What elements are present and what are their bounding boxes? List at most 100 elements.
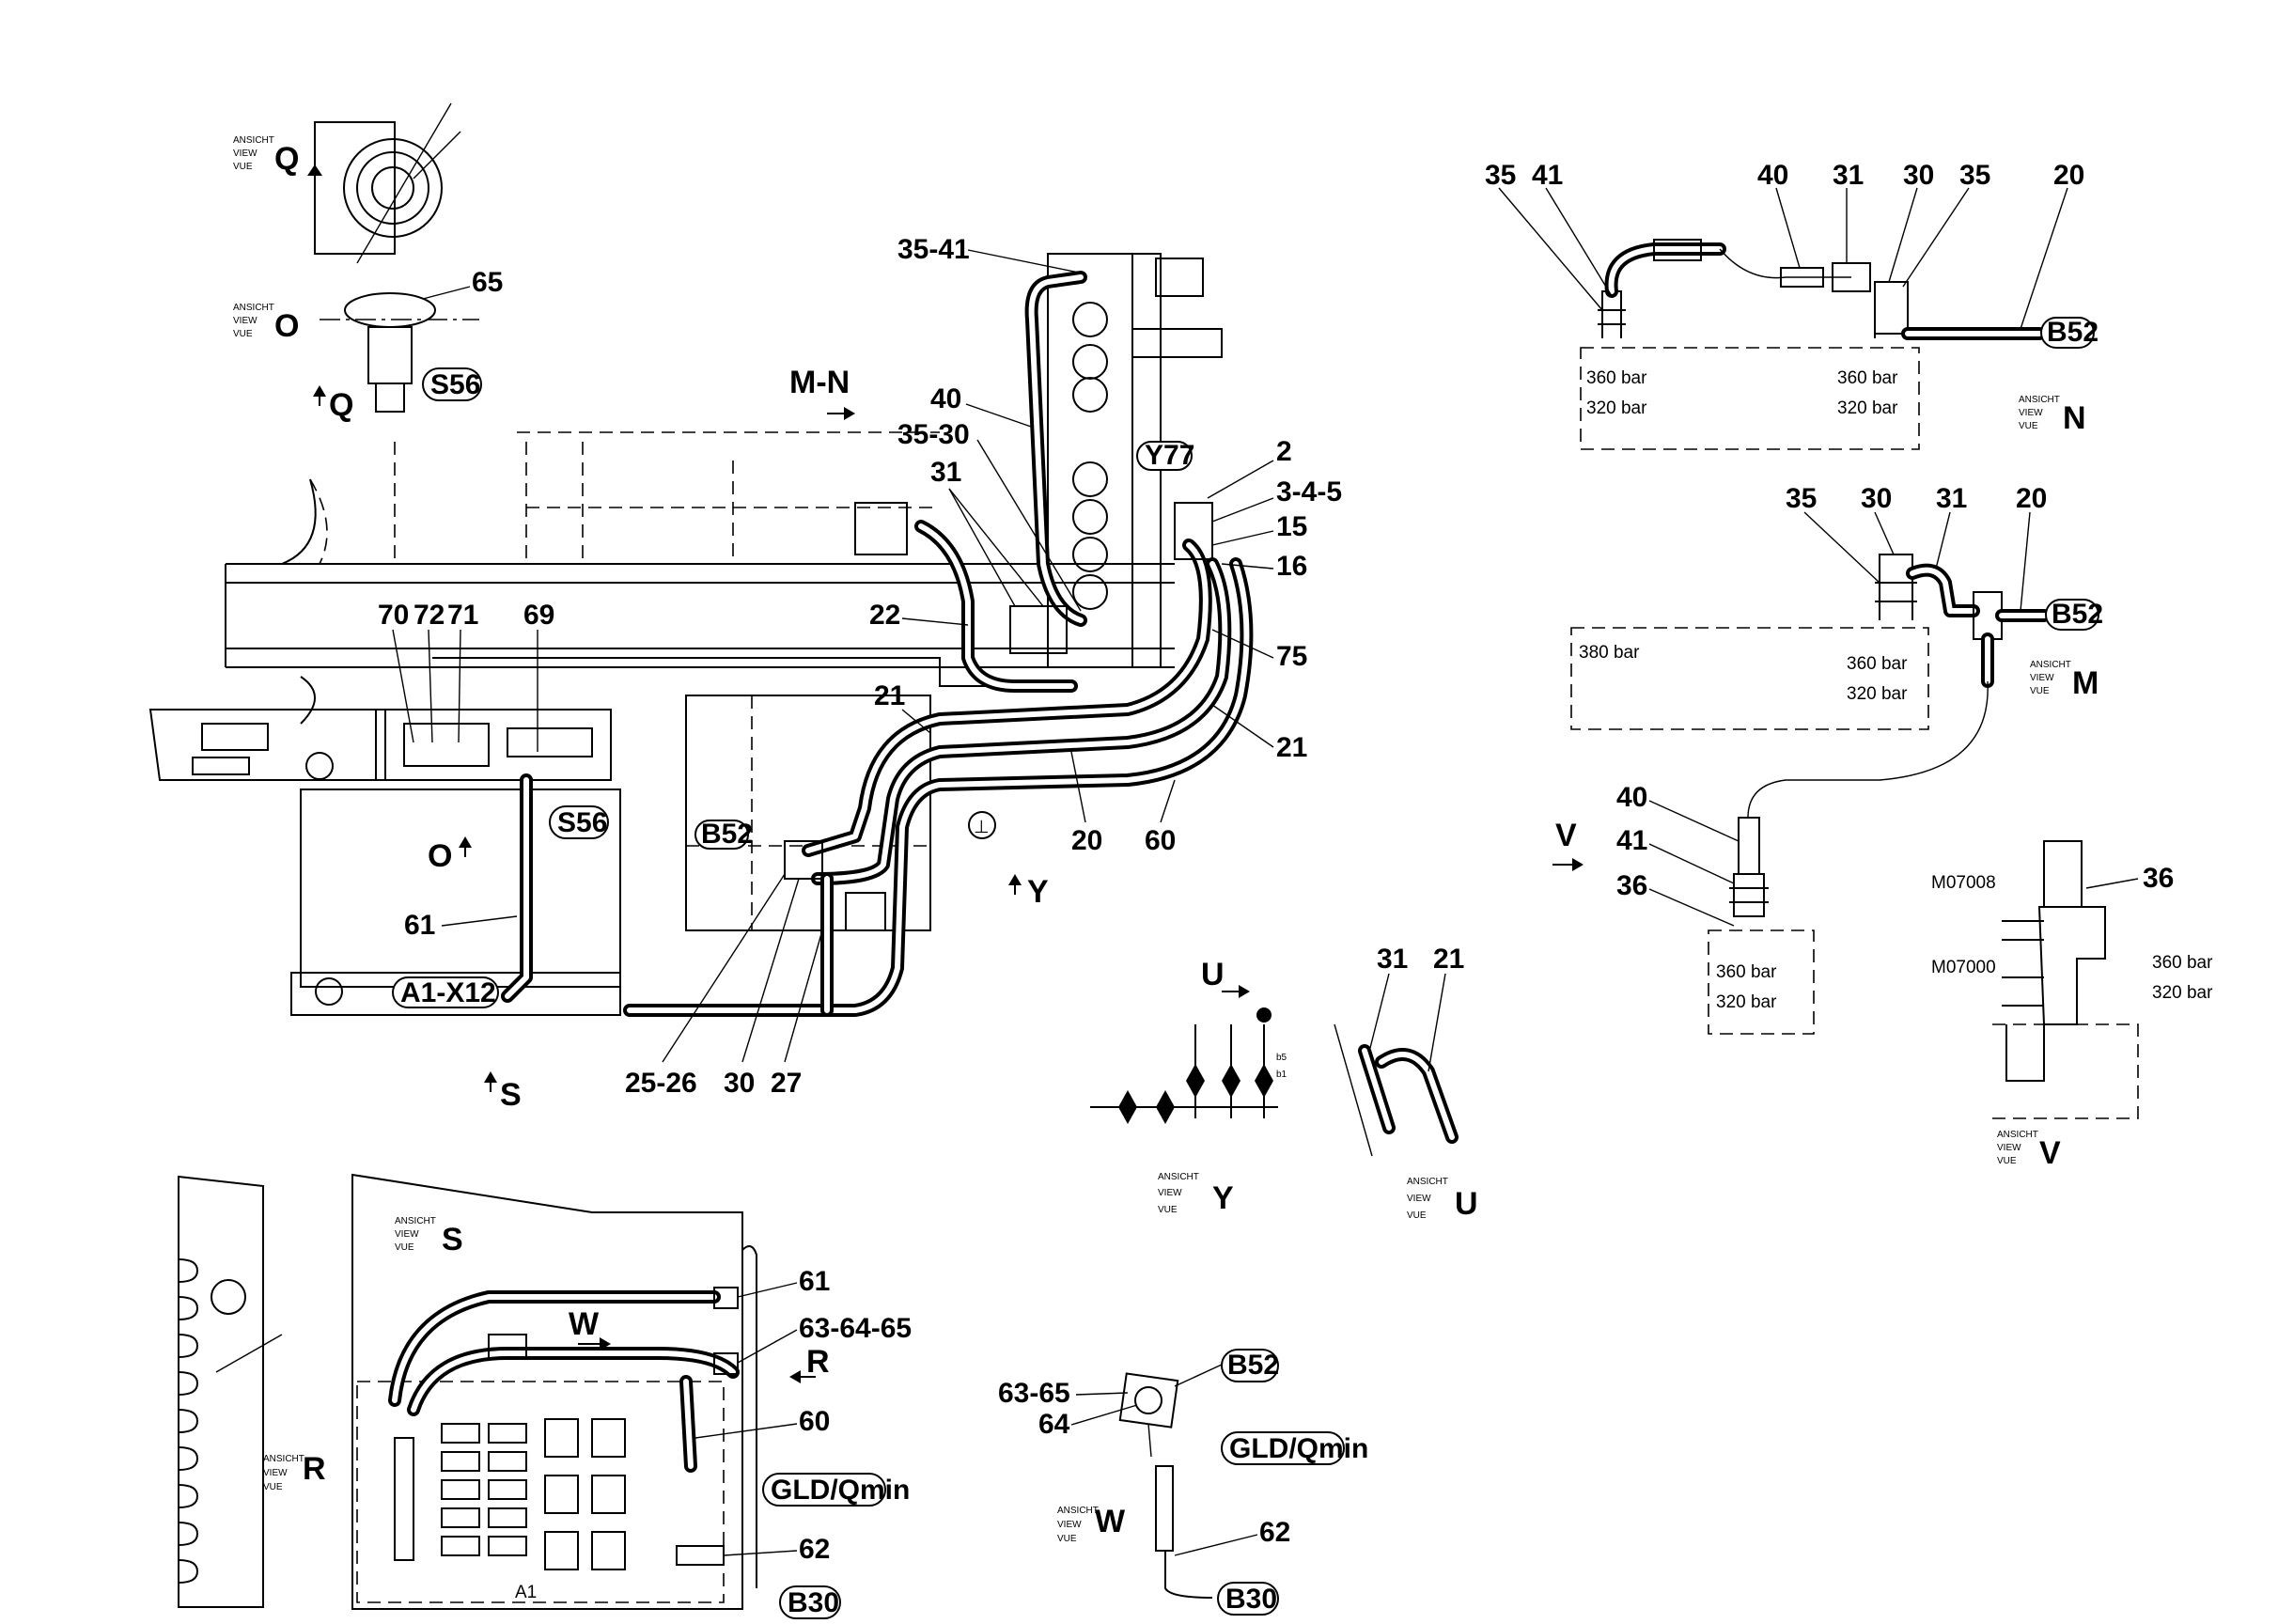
badge-b52-main: B52 [694,819,753,850]
view-n-fitting-left [1598,290,1626,338]
arrow-view-y-letter: Y [1027,874,1049,910]
view-w-badge-b52-leader [1174,1364,1223,1387]
callout-31-leader-a [948,488,1016,607]
view-m-tube-to-v [1747,680,1989,819]
view-n-hose-mid [1719,248,1851,279]
view-m-p380: 380 bar [1579,643,1640,663]
view-q-ring-middle [356,151,429,225]
callout-22: 22 [869,600,900,631]
view-n-caption: ANSICHT VIEW VUE N [2019,395,2086,436]
view-n-p320-right: 320 bar [1837,398,1898,418]
callout-16-leader [1221,563,1274,570]
view-q-ring-outer [343,138,443,238]
view-s-callout-60-leader [694,1423,798,1439]
view-s-badge-b30-frame [779,1585,841,1619]
view-v-cartridge-hatch [2002,920,2044,1007]
view-m-callouts: 35 30 31 20 [1786,483,2047,612]
arrow-view-v: V [1552,818,1584,871]
view-q-tick-line [413,131,461,180]
hose-22-core [918,523,1074,689]
view-v-caption: ANSICHT VIEW VUE V [1997,1130,2061,1171]
arrow-view-mn-letter: M-N [789,365,850,400]
callout-21-left-leader [901,709,931,734]
callout-35-30: 35-30 [897,419,970,450]
callout-27-leader [784,929,823,1063]
view-w-vue: VUE [1057,1534,1077,1544]
view-m-callout-20-leader [2020,511,2031,612]
view-s-badge-gld-frame [762,1473,886,1507]
view-s-board [356,1381,725,1603]
view-w-cable-62 [1155,1465,1174,1552]
arrow-view-s-letter: S [500,1077,522,1113]
view-o-letter: O [274,308,299,344]
view-v-callout-36-cartridge: 36 [2143,863,2174,894]
callout-71-leader [458,629,461,743]
view-n-callout-35-left: 35 [1485,160,1516,191]
view-o-ansicht: ANSICHT [233,303,274,313]
callout-3-4-5: 3-4-5 [1276,476,1342,508]
view-v-cartridge: 36 M07008 M07000 360 bar 320 bar [1931,840,2213,1119]
arrow-view-w: W [569,1306,611,1351]
view-y-ansicht: ANSICHT [1158,1172,1199,1182]
view-r-ansicht: ANSICHT [263,1454,304,1464]
ground-symbol: ⊥ [974,818,990,837]
view-w-cable-tail [1164,1551,1213,1599]
view-y-letter: Y [1212,1180,1234,1216]
view-n-badge-b52: B52 [2040,317,2099,349]
relay-7 [488,1451,527,1472]
hose-60-core [627,561,1250,1013]
arrow-view-q-head [313,385,326,397]
view-v-callout-36: 36 [1616,870,1647,901]
callout-27: 27 [771,1068,802,1099]
control-panel-switches [403,723,490,767]
callout-31-leader-b [948,488,1044,607]
view-w-view: VIEW [1057,1520,1082,1530]
view-u-letter: U [1455,1186,1478,1222]
view-y-mark-b1: b1 [1276,1070,1287,1080]
arrow-view-u: U [1201,957,1250,998]
view-w-badge-b52-frame [1221,1349,1279,1382]
view-n-callouts: 35 41 40 31 30 35 20 [1485,160,2084,330]
view-n-callout-30-leader [1888,187,1918,283]
view-s-connector-61 [713,1287,739,1309]
main-curve-left [281,478,317,565]
view-m-p320: 320 bar [1847,684,1908,704]
view-s-caption: ANSICHT VIEW VUE S [395,1216,463,1257]
view-v-ansicht: ANSICHT [1997,1130,2038,1140]
relay-6 [488,1423,527,1444]
view-u-vue: VUE [1407,1210,1427,1221]
cab-base-fitting [315,977,343,1006]
fitting-31 [1009,605,1068,654]
view-r-plate [178,1175,264,1608]
view-s: ANSICHT VIEW VUE S [351,1173,912,1619]
view-s-connector-62 [676,1545,725,1566]
badge-b52-main-label: B52 [701,819,753,850]
relay-10 [488,1536,527,1556]
callout-25-26-leader [662,873,786,1063]
view-s-callout-63-64-65-leader [737,1329,798,1364]
callout-75: 75 [1276,641,1307,672]
view-w-badge-gld: GLD/Qmin [1221,1431,1368,1465]
view-o-view: VIEW [233,316,257,326]
view-w-badge-b52-label: B52 [1227,1350,1279,1381]
view-m-fitting-35 [1875,554,1917,620]
main-hoses [623,271,1254,1017]
view-s-ansicht: ANSICHT [395,1216,436,1226]
view-n-p360-left: 360 bar [1586,368,1647,388]
callout-61-leader [441,915,518,927]
view-s-callout-61: 61 [799,1266,830,1297]
view-m-letter: M [2072,665,2099,701]
view-v-callout-41: 41 [1616,825,1647,856]
callout-60: 60 [1145,825,1176,856]
callout-60-leader [1160,779,1176,823]
badge-a1x12-label: A1-X12 [400,977,496,1008]
view-s-badge-gld-label: GLD/Qmin [771,1475,910,1506]
pump-housing-hidden [686,695,930,930]
view-q-caption: ANSICHT VIEW VUE Q [233,135,299,177]
view-q-ansicht: ANSICHT [233,135,274,146]
view-m-view: VIEW [2030,673,2054,683]
badge-a1x12: A1-X12 [392,976,499,1008]
arrow-view-r-head [789,1370,801,1383]
relay-8 [488,1479,527,1500]
view-m-ansicht: ANSICHT [2030,660,2071,670]
